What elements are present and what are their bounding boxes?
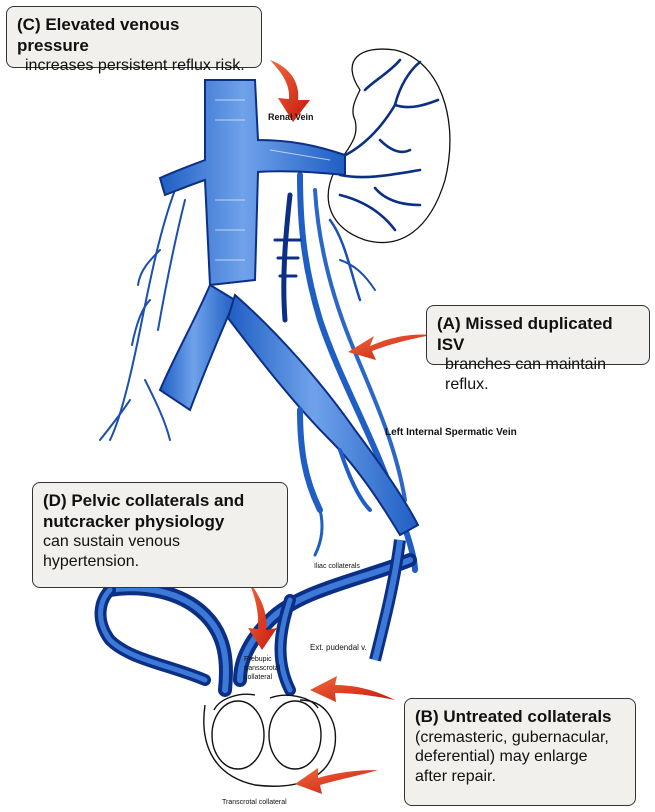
callout-d-body-1: can sustain venous	[43, 532, 277, 552]
collateral-network-left	[100, 190, 185, 440]
callout-b: (B) Untreated collaterals (cremasteric, …	[404, 698, 636, 806]
arrow-b1	[310, 676, 395, 702]
label-iliac-collaterals: Iliac collaterals	[314, 563, 360, 570]
label-prebupic-2: transscrotal	[244, 665, 280, 672]
label-prebupic-3: collateral	[244, 674, 272, 681]
callout-b-title: (B) Untreated collaterals	[415, 707, 625, 728]
label-transcrotal: Transcrotal collateral	[222, 799, 287, 806]
label-ext-pudendal: Ext. pudendal v.	[310, 643, 367, 652]
callout-a: (A) Missed duplicated ISV branches can m…	[426, 305, 650, 365]
inferior-vena-cava	[160, 80, 418, 535]
label-left-isv: Left Internal Spermatic Vein	[385, 427, 517, 438]
arrow-a	[348, 335, 432, 360]
arrow-b2	[295, 768, 378, 794]
callout-d-title-2: nutcracker physiology	[43, 512, 277, 533]
descending-collateral	[375, 540, 400, 660]
label-prebupic-1: Prebupic	[244, 656, 272, 663]
callout-a-title: (A) Missed duplicated ISV	[437, 314, 639, 355]
callout-d-body-2: hypertension.	[43, 552, 277, 572]
callout-b-body-2: deferential) may enlarge	[415, 747, 625, 767]
callout-b-body-3: after repair.	[415, 767, 625, 787]
label-renal-vein: Renal Vein	[268, 112, 314, 122]
callout-a-body: branches can maintain reflux.	[437, 355, 639, 394]
callout-c: (C) Elevated venous pressure increases p…	[6, 6, 262, 68]
callout-c-title: (C) Elevated venous pressure	[17, 15, 251, 56]
callout-d-title-1: (D) Pelvic collaterals and	[43, 491, 277, 512]
callout-b-body-1: (cremasteric, gubernacular,	[415, 728, 625, 748]
kidney	[328, 49, 450, 242]
callout-c-body: increases persistent reflux risk.	[17, 56, 251, 76]
callout-d: (D) Pelvic collaterals and nutcracker ph…	[32, 482, 288, 588]
